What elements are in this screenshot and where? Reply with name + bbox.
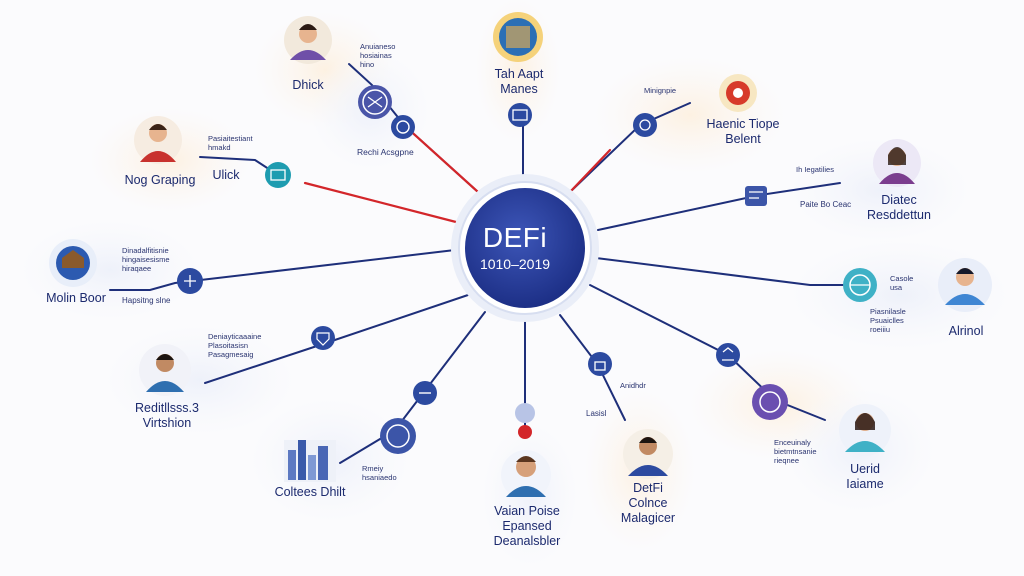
node-label-reditllsss[interactable]: Reditllsss.3 Virtshion	[135, 401, 199, 430]
avatar-uerid	[839, 404, 891, 456]
node-label-diatec[interactable]: Diatec Resddettun	[867, 193, 931, 222]
cityscape-coltees	[284, 440, 336, 482]
node-label-detfi[interactable]: DetFi Colnce Malagicer	[620, 481, 676, 525]
node-caption-detfi: Anidhdr	[620, 381, 646, 390]
avatar-detfi	[623, 429, 673, 479]
node-caption-uerid: Enceuinaly bietmtnsanie rieqnee	[774, 438, 817, 465]
edge-molin-boor	[109, 249, 456, 291]
node-label-molin-boor[interactable]: Molin Boor	[46, 291, 106, 305]
node-label-uerid[interactable]: Uerid Iaiame	[846, 462, 884, 491]
hub-title: DEFi	[482, 222, 548, 253]
network-icon	[633, 113, 657, 137]
node-caption-reditllsss: Deniayticaaaine Plasoitasisn Pasagmesaig	[208, 332, 262, 359]
node-label-coltees[interactable]: Coltees Dhilt	[274, 485, 346, 499]
node-caption-haenic: Minignpie	[644, 86, 677, 95]
node-label-tah-aapt[interactable]: Tah Aapt Manes	[494, 67, 544, 96]
node-label-haenic[interactable]: Haenic Tiope Belent	[706, 117, 780, 146]
hub-years: 1010–2019	[479, 256, 551, 272]
hub[interactable]	[451, 174, 599, 322]
edge-label-5: Paite Bo Ceac	[800, 200, 852, 209]
rings-icon	[358, 85, 392, 119]
avatar-vaian	[501, 450, 551, 500]
node-label-dhick[interactable]: Dhick	[292, 78, 324, 92]
wallet-icon	[265, 162, 291, 188]
avatar-diatec	[873, 139, 921, 187]
node-caption-alrinol: Casole usa	[890, 274, 914, 292]
badge-haenic	[719, 74, 757, 112]
node-caption-dhick: Anuianeso hosiainas hino	[360, 42, 396, 69]
node-side-label-ulick: Ulick	[212, 168, 240, 182]
node-pictures	[49, 12, 992, 500]
scale-icon	[177, 268, 203, 294]
globe-icon	[843, 268, 877, 302]
exchange-icon	[380, 418, 416, 454]
lock-icon	[588, 352, 612, 376]
node-label-nog-graping[interactable]: Nog Graping	[124, 173, 196, 187]
avatar-reditllsss	[139, 344, 191, 396]
bank-icon	[716, 343, 740, 367]
edge-icon-badges	[177, 85, 877, 454]
card-icon	[745, 186, 767, 206]
avatar-alrinol	[938, 258, 992, 312]
badge-molin-boor	[49, 239, 97, 287]
edge-label-4: Hapsitng slne	[122, 296, 171, 305]
node-caption-diatec: Ih Iegatilies	[796, 165, 834, 174]
medal-icon	[515, 403, 535, 439]
node-caption-molin-boor: Dinadalfitisnie hingaisesisme hiraqaee	[122, 246, 170, 273]
coin-icon	[391, 115, 415, 139]
connector-lines	[109, 63, 846, 464]
avatar-dhick	[284, 16, 332, 64]
edge-alrinol	[595, 257, 846, 286]
chart-icon	[508, 103, 532, 127]
puzzle-icon	[752, 384, 788, 420]
node-caption-coltees: Rmeiy hsaniaedo	[362, 464, 397, 482]
badge-tah-aapt	[493, 12, 543, 62]
node-caption-nog-graping: Pasiaitestiant hmakd	[208, 134, 253, 152]
edge-label-1: Rechi Acsgpne	[357, 147, 414, 157]
avatar-nog-graping	[134, 116, 182, 164]
edge-label-11: Lasisl	[586, 409, 607, 418]
node-label-vaian[interactable]: Vaian Poise Epansed Deanalsbler	[493, 504, 561, 548]
shield-icon	[311, 326, 335, 350]
node-label-alrinol[interactable]: Alrinol	[948, 324, 984, 338]
handshake-icon	[413, 381, 437, 405]
edge-label-7: Piasnilasle Psuaiclles roeiiiu	[870, 307, 906, 334]
edge-uerid	[589, 284, 826, 421]
